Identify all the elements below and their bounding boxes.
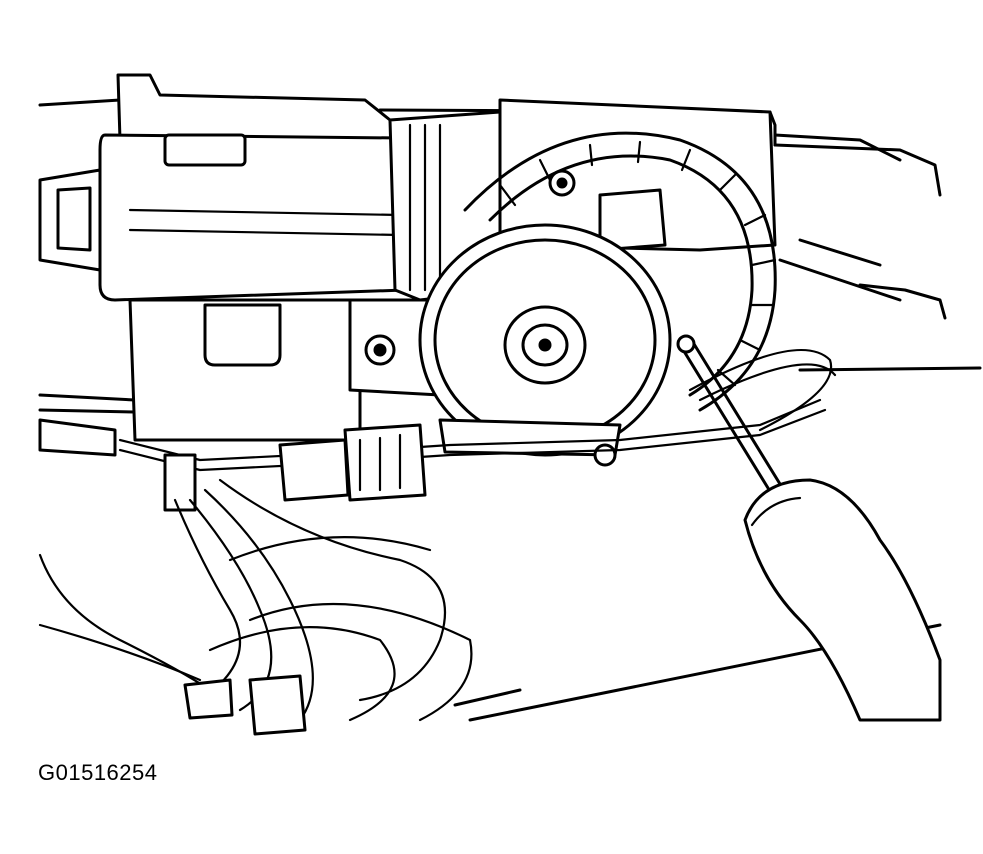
electrical-connector xyxy=(278,423,427,502)
screwdriver xyxy=(676,334,782,490)
figure-code: G01516254 xyxy=(38,760,158,785)
cable-drum xyxy=(463,131,777,412)
drive-gear xyxy=(418,223,672,467)
hand xyxy=(743,478,942,722)
window-motor xyxy=(38,73,777,442)
wiring-harness xyxy=(38,348,837,736)
